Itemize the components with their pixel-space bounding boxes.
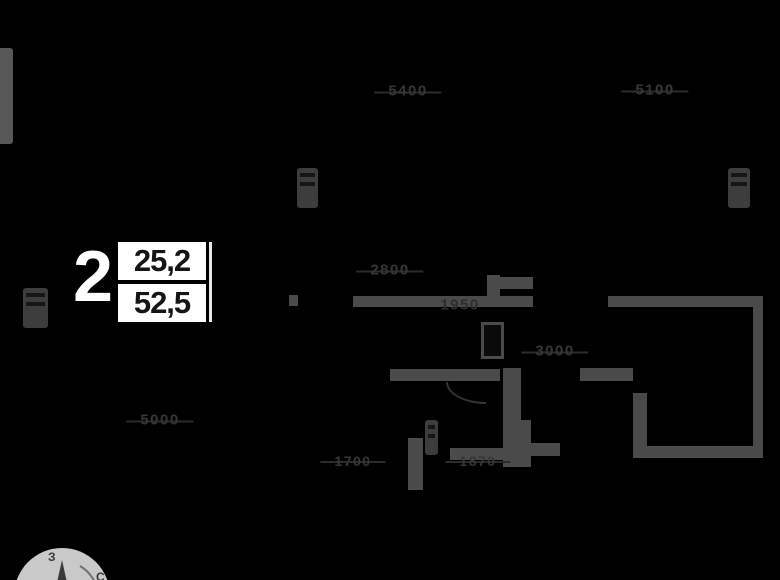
radiator-fin [731,173,747,177]
door-symbol [481,322,504,359]
compass-rose: З С [14,548,110,580]
wall-segment [608,296,763,307]
dimension-label-5100: 5100 [621,81,689,99]
radiator-fin [26,302,45,306]
wall-segment [531,443,560,456]
door-swing-arc [446,382,486,404]
dimension-label-1950: 1950 [440,297,479,314]
dimension-text: 5000 [140,411,180,429]
radiator-symbol [425,420,438,455]
dimension-text: 1870 [459,453,497,469]
compass-needle-icon [57,560,95,580]
dimension-label-1870: 1870 [445,453,511,469]
dimension-text: 1950 [440,296,480,314]
dimension-text: 5400 [388,82,428,100]
wall-segment [633,446,763,458]
wall-segment [408,438,423,490]
radiator-symbol [23,288,48,328]
total-area-value: 52,5 [133,285,191,320]
dimension-label-3000: 3000 [521,342,589,360]
radiator-fin [731,182,747,186]
radiator-fin [300,182,315,186]
dimension-text: 5100 [635,81,675,99]
dimension-text: 2800 [370,261,410,279]
radiator-fin [428,434,435,438]
wall-segment [450,448,503,460]
wall-segment [580,368,633,381]
area-panel: 25,2 52,5 [118,242,206,322]
wall-segment [353,296,533,307]
wall-segment [500,277,533,289]
radiator-fin [428,425,435,429]
radiator-fin [300,173,315,177]
panel-divider [118,280,206,284]
compass-north-label: С [96,570,105,580]
left-edge-building-bar [0,48,13,144]
rooms-count-label: 2 [72,237,114,317]
dimension-label-1700: 1700 [320,453,386,469]
radiator-symbol [297,168,318,208]
panel-edge-highlight [209,242,212,322]
wall-segment [289,295,298,306]
wall-segment [390,369,500,381]
wall-segment [633,393,647,446]
radiator-symbol [728,168,750,208]
living-area-value: 25,2 [133,243,191,278]
dimension-label-5000: 5000 [126,411,194,429]
wall-segment [503,368,521,467]
wall-segment [487,275,500,296]
dimension-label-2800: 2800 [356,261,424,279]
wall-segment [753,296,763,458]
dimension-label-5400: 5400 [374,82,442,100]
dimension-text: 3000 [535,342,575,360]
radiator-fin [26,293,45,297]
compass-west-label: З [48,550,56,564]
wall-segment [521,420,531,467]
dimension-text: 1700 [334,453,372,469]
